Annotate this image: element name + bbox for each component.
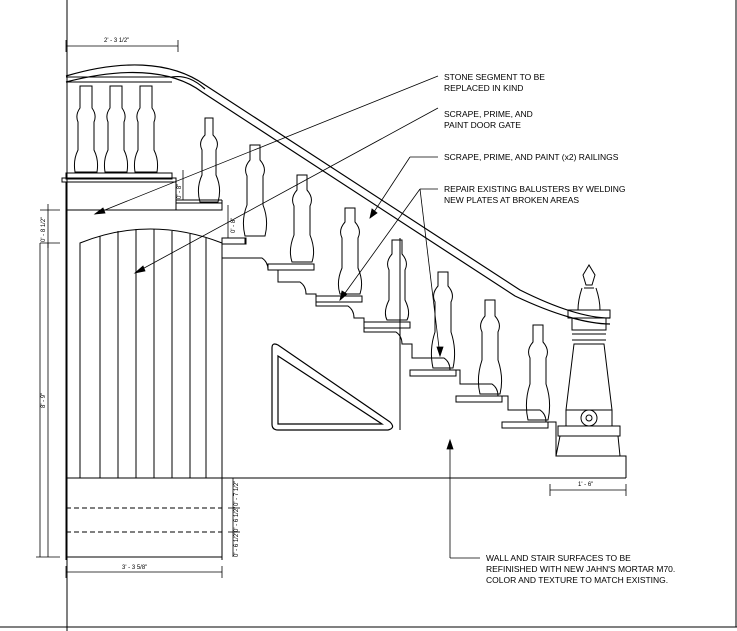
dimension-lines: [36, 40, 627, 578]
note-railings: SCRAPE, PRIME, AND PAINT (x2) RAILINGS: [444, 152, 619, 162]
triangle-opening: [271, 343, 394, 431]
annotation-notes: STONE SEGMENT TO BE REPLACED IN KIND SCR…: [444, 72, 678, 585]
dim-step-rise-a: 0' - 8": [177, 184, 183, 199]
dim-base-course-2: 0' - 6 1/2": [234, 507, 240, 532]
note-door-gate: SCRAPE, PRIME, AND PAINT DOOR GATE: [444, 109, 535, 130]
dim-gate-height: 8' - 9": [41, 393, 47, 408]
dim-top-width: 2' - 3 1/2": [104, 38, 129, 44]
base-courses: [65, 478, 223, 560]
handrail: [65, 64, 611, 325]
dim-post-cap-height: 0' - 8 1/2": [41, 217, 47, 242]
note-wall-surfaces: WALL AND STAIR SURFACES TO BE REFINISHED…: [486, 553, 678, 585]
note-balusters: REPAIR EXISTING BALUSTERS BY WELDING NEW…: [444, 184, 628, 205]
note-stone-segment: STONE SEGMENT TO BE REPLACED IN KIND: [444, 72, 547, 93]
door-gate: [65, 210, 626, 479]
dim-base-course-1: 0' - 7 1/2": [234, 481, 240, 506]
note-leaders: [93, 75, 480, 559]
dim-base-width: 3' - 3 5/8": [122, 565, 147, 571]
newel-post: [555, 264, 621, 457]
dimension-labels: 2' - 3 1/2" 0' - 8 1/2" 0' - 8" 0' - 8" …: [41, 38, 593, 571]
balusters-upper: [73, 85, 159, 173]
stair-profile: [175, 202, 627, 478]
dim-step-rise-b: 0' - 8": [231, 218, 237, 233]
dim-base-course-3: 0' - 6 1/2": [234, 532, 240, 557]
dim-newel-width: 1' - 6": [578, 482, 593, 488]
stair-balusters: [197, 117, 551, 421]
